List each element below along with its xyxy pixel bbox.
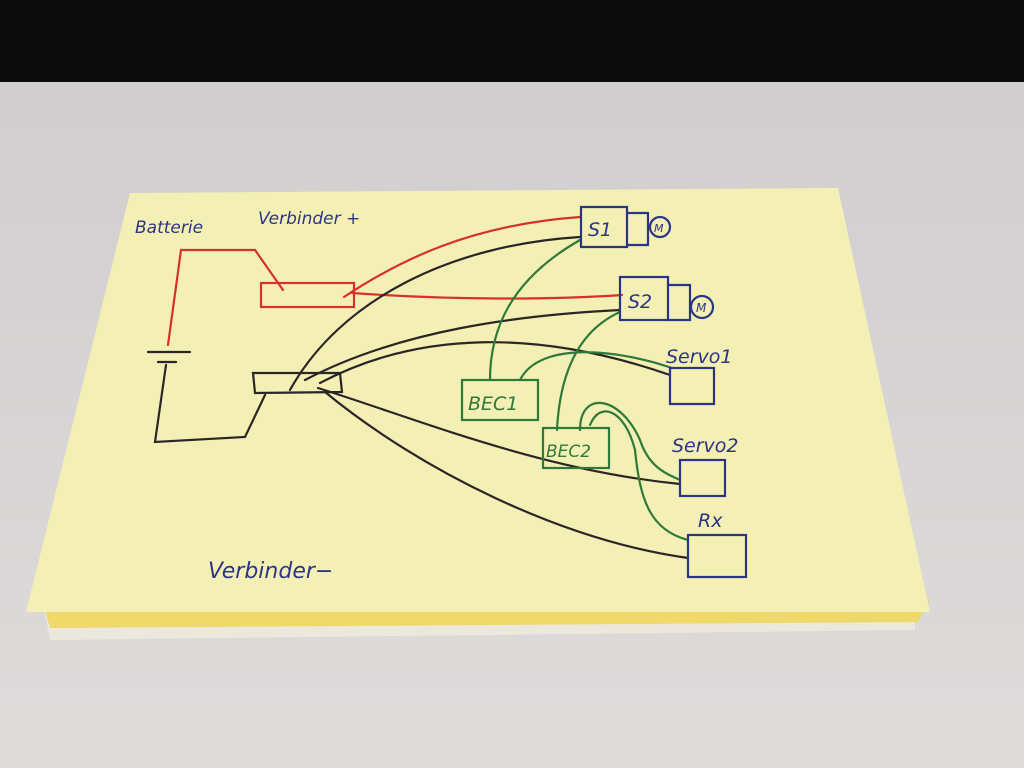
- diagram-labels: Batterie Verbinder + Verbinder− S1 M S2 …: [135, 209, 739, 584]
- dark-background: [0, 0, 1024, 82]
- component-boxes: [579, 205, 748, 579]
- label-motor1: M: [654, 222, 664, 235]
- label-bec2: BEC2: [546, 442, 591, 462]
- label-rx: Rx: [698, 510, 723, 532]
- label-bec1: BEC1: [468, 393, 518, 415]
- label-motor2: M: [696, 301, 707, 315]
- label-battery: Batterie: [135, 218, 203, 238]
- negative-wires: [146, 235, 690, 560]
- signal-wires: [460, 238, 690, 542]
- label-connector-minus: Verbinder−: [208, 559, 333, 584]
- sticky-note: [26, 188, 930, 612]
- label-servo1: Servo1: [666, 346, 733, 368]
- label-connector-plus: Verbinder +: [258, 209, 360, 229]
- positive-wires: [166, 215, 624, 347]
- label-s2: S2: [628, 291, 652, 313]
- label-servo2: Servo2: [672, 435, 739, 457]
- label-s1: S1: [588, 219, 612, 241]
